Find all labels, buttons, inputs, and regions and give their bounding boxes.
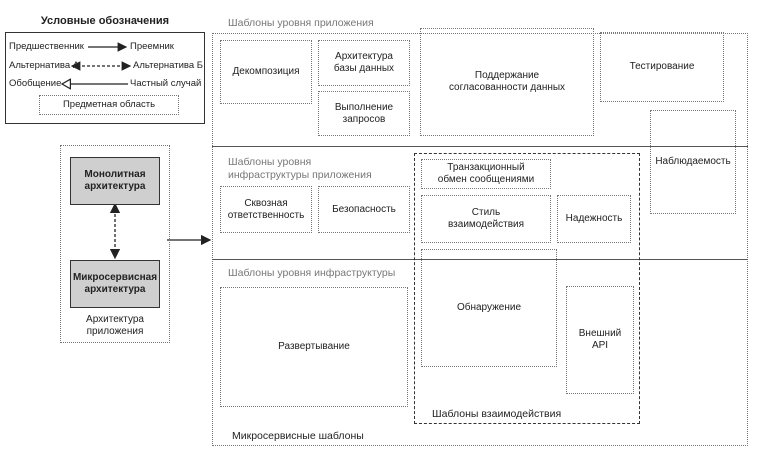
- observability-box: Наблюдаемость: [650, 110, 736, 214]
- query-execution-box: Выполнение запросов: [318, 91, 410, 136]
- divider-infra: [212, 259, 748, 260]
- interaction-patterns-title: Шаблоны взаимодействия: [432, 408, 562, 420]
- app-architecture-caption: Архитектура приложения: [86, 314, 144, 337]
- divider-infra-app: [212, 146, 748, 147]
- legend-alt-b: Альтернатива Б: [133, 60, 203, 71]
- testing-box: Тестирование: [600, 32, 724, 102]
- deployment-box: Развертывание: [220, 287, 408, 407]
- legend-title: Условные обозначения: [40, 15, 170, 27]
- legend-predecessor: Предшественник: [9, 41, 84, 52]
- interaction-patterns-frame: [414, 153, 640, 424]
- section-app-level-title: Шаблоны уровня приложения: [228, 17, 374, 29]
- cross-cutting-box: Сквозная ответственность: [220, 186, 312, 233]
- security-box: Безопасность: [318, 186, 410, 233]
- app-architecture-frame: [60, 145, 170, 343]
- data-consistency-box: Поддержание согласованности данных: [420, 28, 594, 136]
- legend-generalization: Обобщение: [9, 78, 62, 89]
- discovery-box: Обнаружение: [421, 249, 557, 367]
- reliability-box: Надежность: [557, 195, 631, 243]
- microservice-box: Микросервисная архитектура: [70, 260, 160, 308]
- legend-box: [5, 32, 205, 124]
- transactional-messaging-box: Транзакционный обмен сообщениями: [421, 159, 551, 189]
- legend-successor: Преемник: [130, 41, 174, 52]
- section-infra-title: Шаблоны уровня инфраструктуры: [228, 267, 396, 279]
- monolith-box: Монолитная архитектура: [70, 157, 160, 205]
- legend-special-case: Частный случай: [130, 78, 202, 89]
- microservice-patterns-title: Микросервисные шаблоны: [232, 430, 364, 442]
- db-architecture-box: Архитектура базы данных: [318, 40, 410, 86]
- legend-alt-a: Альтернатива А: [9, 60, 80, 71]
- interaction-style-box: Стиль взаимодействия: [421, 195, 551, 243]
- legend-domain: Предметная область: [39, 95, 179, 115]
- external-api-box: Внешний API: [566, 286, 634, 394]
- decomposition-box: Декомпозиция: [220, 40, 312, 104]
- microservice-patterns-frame: [212, 33, 748, 446]
- section-infra-app-title: Шаблоны уровня инфраструктуры приложения: [228, 156, 372, 181]
